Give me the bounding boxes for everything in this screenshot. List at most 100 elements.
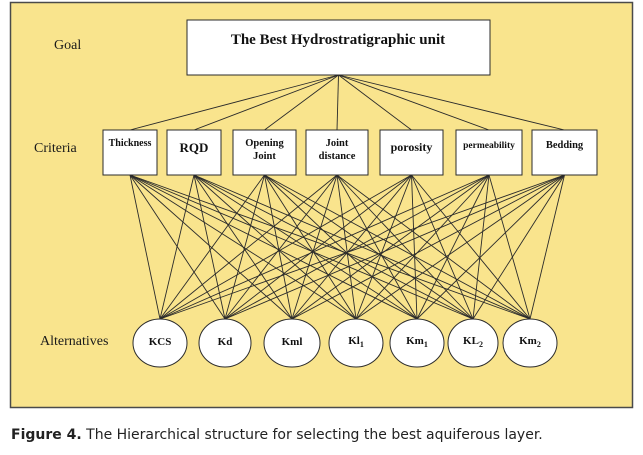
criterion-label-joint-distance-line1: Joint: [326, 138, 349, 149]
criterion-label-opening-joint-line1: Opening: [245, 138, 284, 149]
link-criterion-5-to-alternative-2: [224, 174, 412, 320]
alternative-kl2: KL2: [447, 318, 499, 368]
criterion-bedding: Bedding: [531, 129, 598, 176]
link-criterion-7-to-alternative-5: [416, 174, 565, 320]
link-criterion-6-to-alternative-5: [416, 174, 490, 320]
alternative-km2: Km2: [502, 318, 558, 368]
link-criterion-2-to-alternative-1: [159, 174, 195, 320]
alternative-label-main: Kml: [282, 336, 303, 348]
alternative-label-main: Km: [406, 335, 424, 347]
alternative-label-main: KL: [463, 335, 479, 347]
alternative-ellipse-kl1: [328, 318, 384, 368]
link-goal-to-criterion-4: [336, 74, 339, 131]
link-criterion-6-to-alternative-2: [224, 174, 490, 320]
alternative-label-main: Kd: [218, 336, 233, 348]
alternative-kd: Kd: [198, 318, 252, 368]
alternative-label-km1: Km1: [406, 335, 428, 349]
link-criterion-6-to-alternative-6: [472, 174, 490, 320]
alternative-label-main: KCS: [149, 336, 172, 348]
criterion-box-bedding: [531, 129, 598, 176]
alternative-ellipse-kd: [198, 318, 252, 368]
link-criterion-4-to-alternative-5: [336, 174, 418, 320]
link-criterion-7-to-alternative-3: [291, 174, 565, 320]
goal-level-label: Goal: [54, 38, 81, 53]
link-criterion-1-to-alternative-3: [129, 174, 293, 320]
link-criterion-5-to-alternative-1: [159, 174, 412, 320]
criterion-rqd: RQD: [166, 129, 222, 176]
link-criterion-5-to-alternative-6: [411, 174, 474, 320]
alternative-label-subscript: 1: [424, 340, 428, 349]
link-criterion-4-to-alternative-4: [336, 174, 357, 320]
criterion-label-porosity: porosity: [391, 140, 433, 154]
link-criterion-4-to-alternative-6: [336, 174, 474, 320]
criterion-label-bedding: Bedding: [546, 140, 584, 151]
goal-box: [186, 19, 491, 76]
criterion-box-joint-distance: [305, 129, 369, 176]
link-criterion-7-to-alternative-7: [529, 174, 565, 320]
link-criterion-4-to-alternative-2: [224, 174, 338, 320]
link-goal-to-criterion-7: [338, 74, 565, 131]
caption-text: The Hierarchical structure for selecting…: [86, 427, 543, 443]
goal-node: The Best Hydrostratigraphic unit: [186, 19, 491, 76]
link-criterion-3-to-alternative-6: [264, 174, 474, 320]
alternative-km1: Km1: [389, 318, 445, 368]
link-criterion-3-to-alternative-2: [224, 174, 265, 320]
link-goal-to-criterion-1: [129, 74, 339, 131]
figure-caption: Figure 4. The Hierarchical structure for…: [11, 426, 543, 444]
alternative-ellipse-kml: [263, 318, 321, 368]
criterion-joint-distance: Joint distance: [305, 129, 369, 176]
link-criterion-5-to-alternative-3: [291, 174, 412, 320]
alternative-kml: Kml: [263, 318, 321, 368]
link-criterion-4-to-alternative-1: [159, 174, 338, 320]
alternative-ellipse-kl2: [447, 318, 499, 368]
alternative-label-subscript: 2: [537, 340, 541, 349]
criteria-level-label: Criteria: [34, 141, 78, 156]
criterion-label-rqd: RQD: [180, 140, 209, 155]
alternative-label-main: Km: [519, 335, 537, 347]
criterion-porosity: porosity: [379, 129, 444, 176]
link-criterion-2-to-alternative-3: [193, 174, 293, 320]
alternative-label-main: Kl: [348, 335, 360, 347]
criterion-label-opening-joint-line2: Joint: [253, 151, 276, 162]
alternative-kcs: KCS: [132, 318, 188, 368]
link-criterion-3-to-alternative-3: [264, 174, 293, 320]
alternative-label-km2: Km2: [519, 335, 541, 349]
link-criterion-5-to-alternative-5: [411, 174, 418, 320]
caption-label: Figure 4.: [11, 427, 82, 443]
connector-lines: [129, 74, 565, 320]
link-criterion-3-to-alternative-4: [264, 174, 357, 320]
link-criterion-3-to-alternative-7: [264, 174, 531, 320]
criterion-label-permeability: permeability: [463, 141, 515, 151]
alternative-label-kl2: KL2: [463, 335, 483, 349]
criterion-box-opening-joint: [232, 129, 297, 176]
link-criterion-3-to-alternative-5: [264, 174, 418, 320]
hierarchy-diagram: Goal Criteria Alternatives The Best Hydr…: [9, 1, 634, 409]
link-criterion-2-to-alternative-2: [193, 174, 226, 320]
alternative-label-subscript: 1: [360, 340, 364, 349]
link-criterion-1-to-alternative-1: [129, 174, 161, 320]
link-criterion-2-to-alternative-4: [193, 174, 357, 320]
link-goal-to-criterion-5: [338, 74, 412, 131]
criterion-label-joint-distance-line2: distance: [319, 151, 356, 162]
link-criterion-6-to-alternative-3: [291, 174, 490, 320]
criterion-permeability: permeability: [455, 129, 523, 176]
alternative-kl1: Kl1: [328, 318, 384, 368]
link-criterion-2-to-alternative-5: [193, 174, 418, 320]
alternative-ellipse-km1: [389, 318, 445, 368]
criterion-box-thickness: [102, 129, 158, 176]
link-criterion-7-to-alternative-4: [355, 174, 565, 320]
link-criterion-2-to-alternative-6: [193, 174, 474, 320]
link-criterion-3-to-alternative-1: [159, 174, 265, 320]
link-criterion-7-to-alternative-6: [472, 174, 565, 320]
link-criterion-6-to-alternative-4: [355, 174, 490, 320]
criterion-label-thickness: Thickness: [109, 138, 152, 149]
link-criterion-6-to-alternative-1: [159, 174, 490, 320]
alternative-label-kd: Kd: [218, 336, 233, 348]
link-criterion-5-to-alternative-7: [411, 174, 531, 320]
link-criterion-4-to-alternative-3: [291, 174, 338, 320]
alternative-label-kl1: Kl1: [348, 335, 364, 349]
criterion-opening-joint: Opening Joint: [232, 129, 297, 176]
alternative-label-kml: Kml: [282, 336, 303, 348]
criterion-box-rqd: [166, 129, 222, 176]
